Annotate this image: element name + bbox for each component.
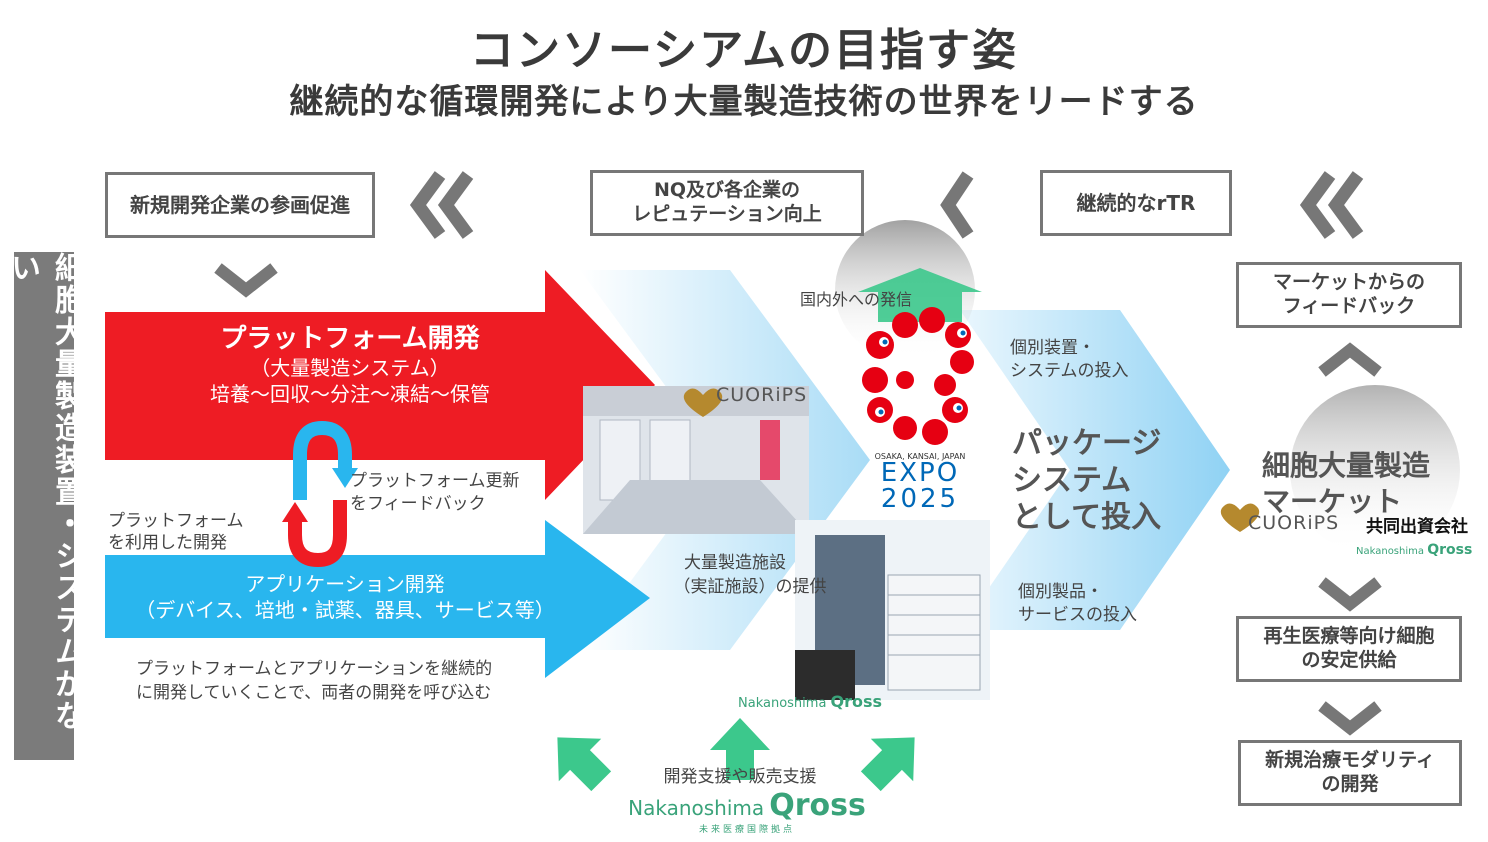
box-new-entrants-label: 新規開発企業の参画促進 (130, 192, 350, 217)
product-line2: サービスの投入 (1018, 605, 1137, 625)
expo-word: EXPO (880, 458, 960, 488)
nq-logo-bottom: Nakanoshima Qross (622, 788, 872, 823)
chevron-down-left (214, 263, 278, 298)
chevron-down-right-1 (1318, 577, 1382, 612)
package-line3: として投入 (1012, 500, 1162, 535)
box-new-modality-line2: の開発 (1321, 773, 1379, 795)
cycle-update-line2: をフィードバック (350, 494, 486, 514)
nq-logo-bottom-qross: Qross (769, 788, 866, 823)
box-stable-supply: 再生医療等向け細胞 の安定供給 (1236, 616, 1462, 682)
market-line2: マーケット (1262, 485, 1403, 518)
support-arrow-center (710, 718, 770, 780)
broadcast-label: 国内外への発信 (800, 290, 913, 309)
support-label: 開発支援や販売支援 (663, 767, 817, 787)
cuorips-logo-center: CUORiPS (716, 384, 808, 406)
box-market-feedback-line2: フィードバック (1282, 295, 1416, 317)
box-reputation: NQ及び各企業の レピュテーション向上 (590, 170, 864, 236)
cycle-red-arrow (288, 500, 347, 568)
double-chevron-left-1 (409, 171, 446, 239)
application-sub: （デバイス、培地・試薬、器具、サービス等） (135, 598, 555, 622)
cycle-blue-arrow (293, 420, 352, 500)
box-new-modality: 新規治療モダリティ の開発 (1238, 740, 1462, 806)
nq-logo-bottom-sub: 未来医療国際拠点 (698, 825, 795, 835)
box-continuous-rtr: 継続的なrTR (1040, 170, 1232, 236)
box-stable-supply-line2: の安定供給 (1301, 649, 1397, 671)
platform-arrow-shape (105, 270, 655, 500)
nq-logo-right-word: Nakanoshima (1356, 546, 1425, 557)
platform-title: プラットフォーム開発 (220, 324, 480, 354)
cuorips-heart-icon-2 (1220, 503, 1260, 532)
platform-sub2: 培養～回収～分注～凍結～保管 (210, 382, 490, 406)
double-chevron-right-2 (1327, 171, 1364, 239)
expo-sub: OSAKA, KANSAI, JAPAN (874, 452, 966, 461)
double-chevron-right-1 (1299, 171, 1336, 239)
support-arrow-left (557, 737, 612, 792)
building-photo (795, 520, 990, 700)
facility-line1: 大量製造施設 (684, 553, 786, 573)
chevron-up-right (1318, 342, 1382, 377)
cycle-use-line1: プラットフォーム (108, 511, 244, 531)
single-chevron-center (940, 171, 974, 239)
box-market-feedback-line1: マーケットからの (1272, 271, 1425, 294)
box-market-feedback: マーケットからの フィードバック (1236, 262, 1462, 328)
right-chevron-shape (960, 310, 1230, 630)
facility-line2: （実証施設）の提供 (673, 577, 827, 597)
box-new-modality-line1: 新規治療モダリティ (1265, 749, 1435, 772)
cuorips-logo-right: CUORiPS (1248, 512, 1340, 534)
support-arrow-right (860, 737, 915, 792)
note-line2: に開発していくことで、両者の開発を呼び込む (136, 683, 492, 703)
nq-logo-building: Nakanoshima Qross (738, 692, 882, 711)
left-problem-bar: 細胞大量製造装置・システムがない (5, 252, 84, 760)
product-line1: 個別製品・ (1018, 582, 1103, 602)
page-subtitle: 継続的な循環開発により大量製造技術の世界をリードする (289, 82, 1199, 122)
nq-logo-building-word: Nakanoshima (738, 696, 827, 711)
cycle-red-head (282, 502, 308, 522)
cuorips-heart-icon-1 (683, 388, 723, 417)
box-stable-supply-line1: 再生医療等向け細胞 (1263, 625, 1435, 648)
box-continuous-rtr-label: 継続的なrTR (1076, 190, 1196, 215)
application-arrow-shape (105, 520, 650, 678)
application-title: アプリケーション開発 (245, 572, 445, 596)
box-new-entrants: 新規開発企業の参画促進 (105, 172, 375, 238)
nq-logo-bottom-word: Nakanoshima (628, 796, 765, 820)
package-line1: パッケージ (1012, 426, 1162, 461)
chevron-down-right-2 (1318, 701, 1382, 736)
market-line1: 細胞大量製造 (1262, 449, 1431, 482)
page-title: コンソーシアムの目指す姿 (469, 25, 1019, 76)
nq-logo-building-qross: Qross (830, 692, 883, 711)
device-line2: システムの投入 (1010, 361, 1129, 381)
cycle-update-line1: プラットフォーム更新 (350, 471, 520, 491)
nq-logo-right: Nakanoshima Qross (1356, 542, 1472, 558)
jointly-owned-label: 共同出資会社 (1366, 517, 1468, 537)
device-line1: 個別装置・ (1010, 338, 1095, 358)
globe-right-shape (1290, 385, 1460, 555)
box-reputation-line2: レピュテーション向上 (632, 203, 822, 225)
broadcast-green-arrow (858, 268, 982, 322)
platform-sub1: （大量製造システム） (250, 356, 450, 380)
nq-logo-right-qross: Qross (1427, 542, 1473, 558)
double-chevron-left-2 (437, 171, 474, 239)
package-line2: システム (1012, 463, 1132, 498)
note-line1: プラットフォームとアプリケーションを継続的 (136, 659, 493, 679)
cycle-use-line2: を利用した開発 (108, 533, 227, 553)
cycle-blue-head (332, 468, 358, 488)
expo-year: 2025 (880, 484, 960, 514)
box-reputation-line1: NQ及び各企業の (653, 179, 801, 202)
